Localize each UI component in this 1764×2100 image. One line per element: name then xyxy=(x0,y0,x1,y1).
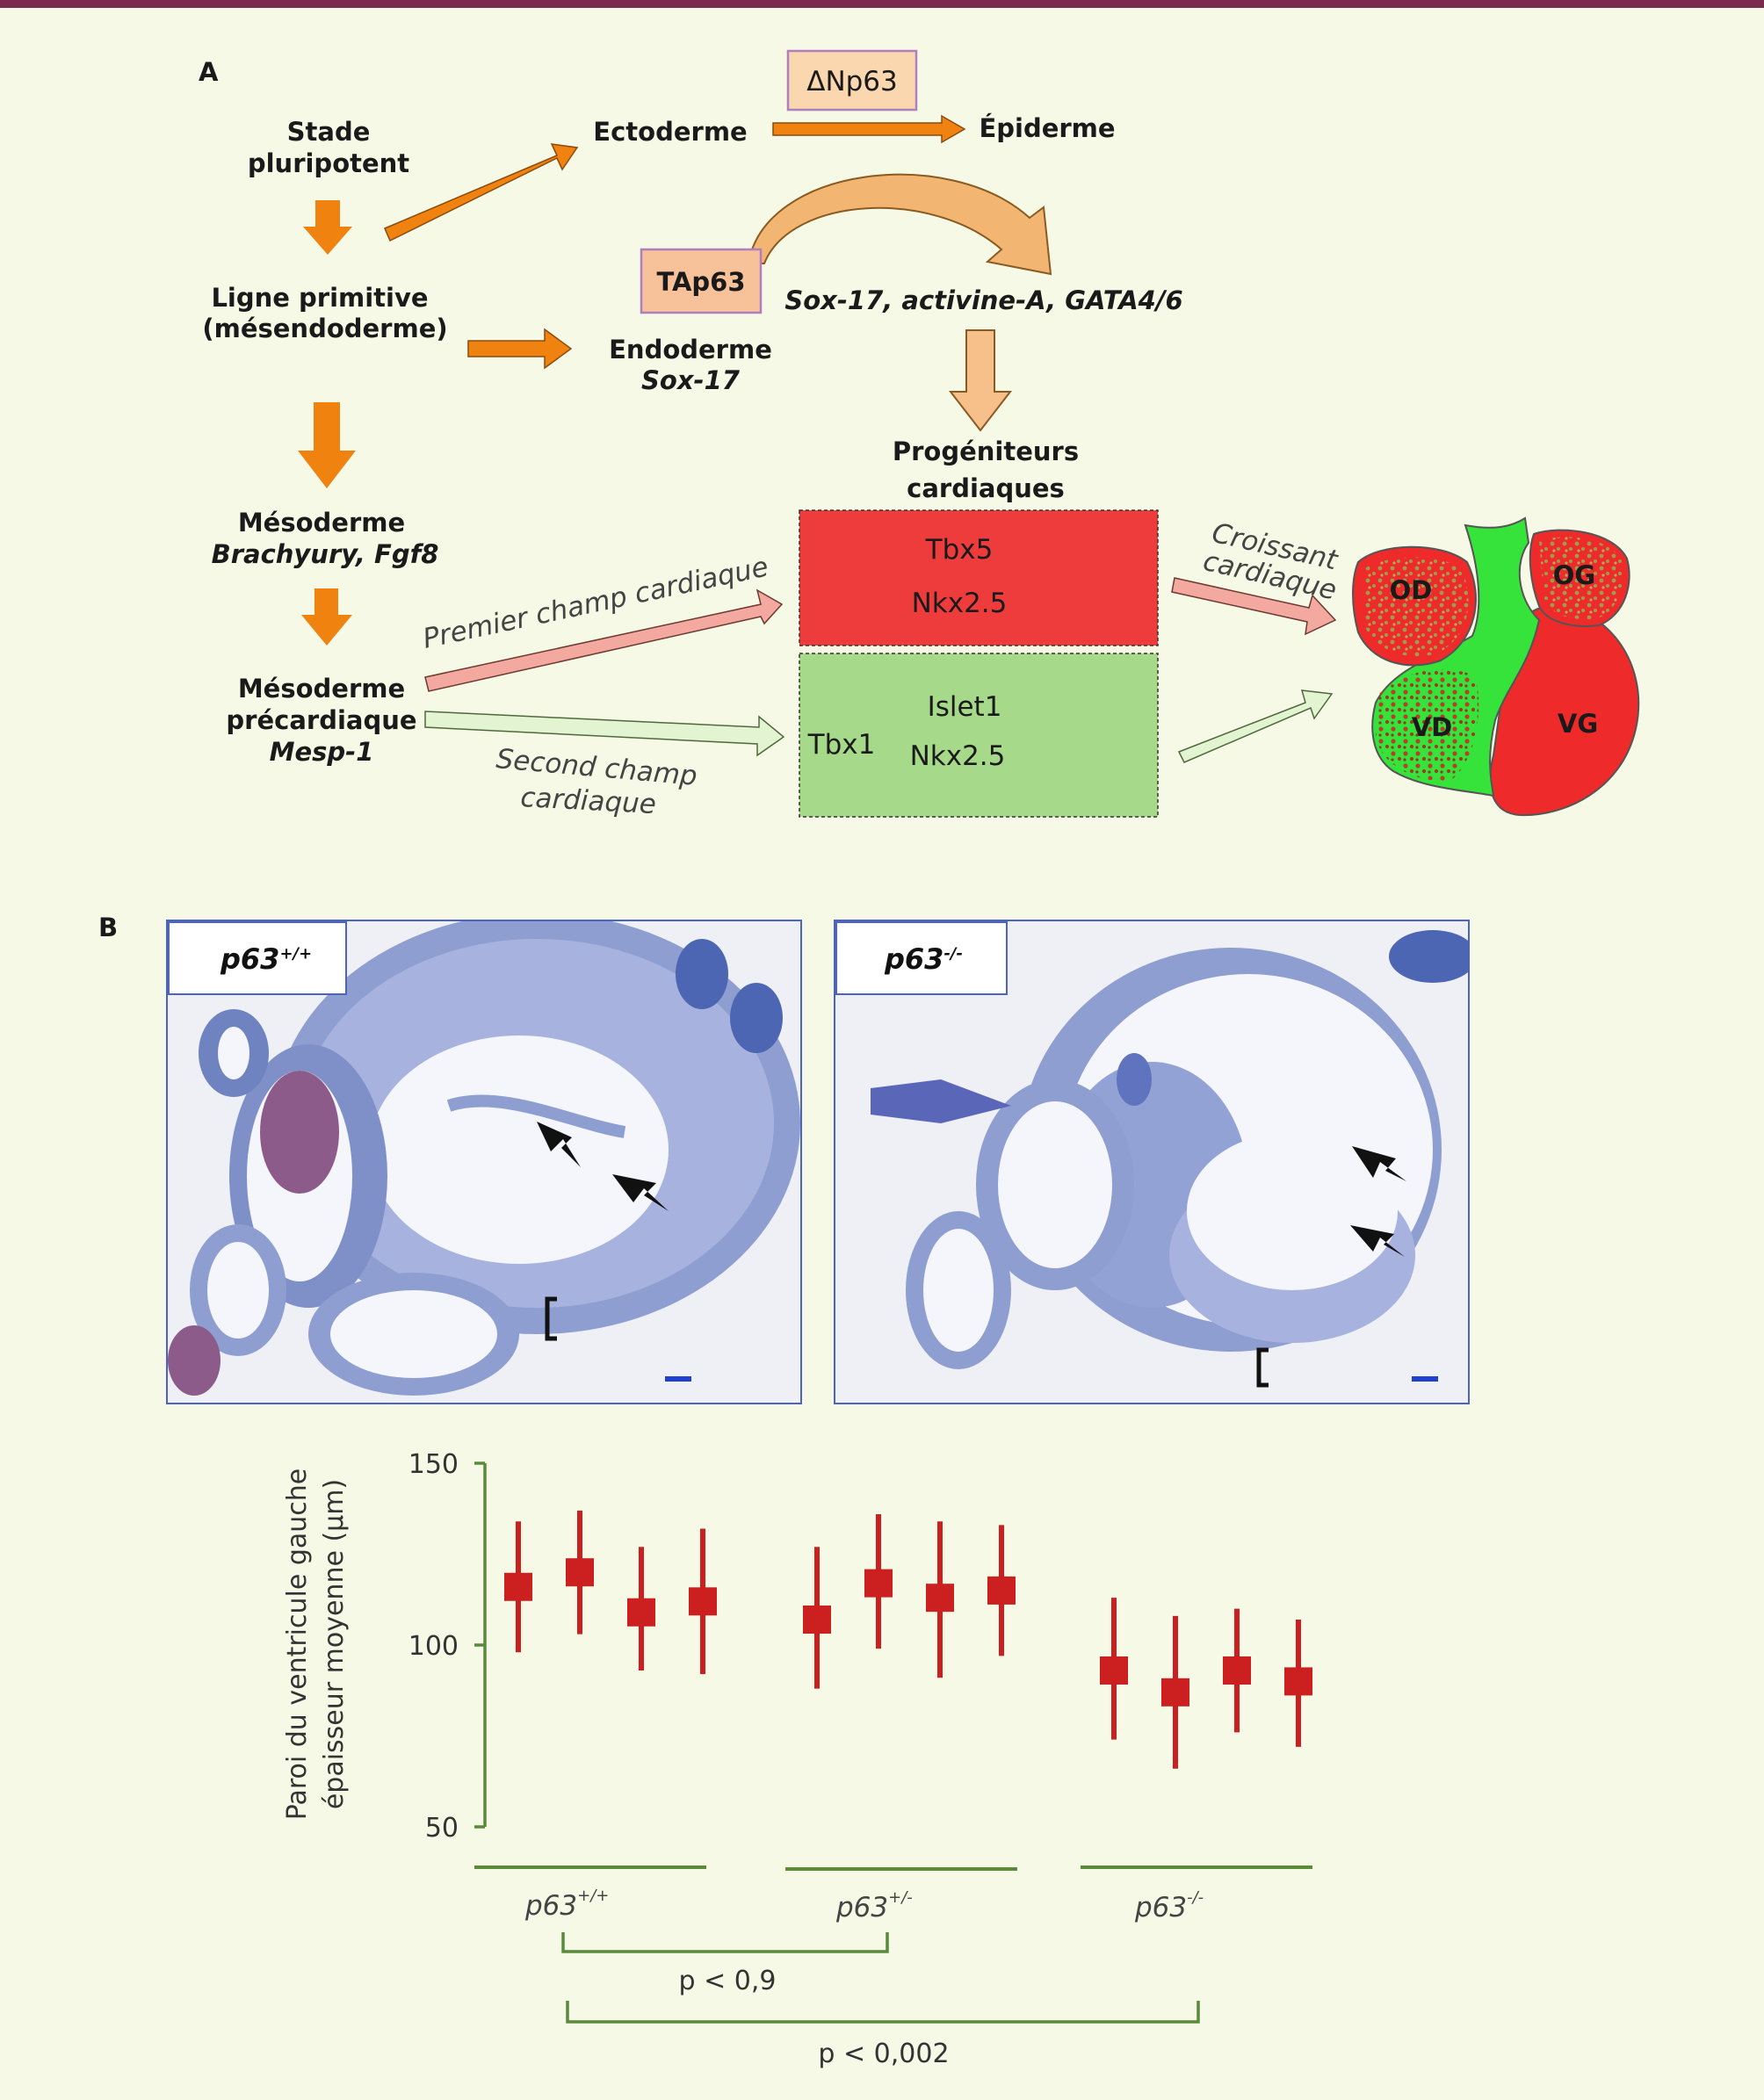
mean-marker-0-0 xyxy=(504,1572,532,1601)
curved-arrow-tap63 xyxy=(747,173,1052,276)
tap63-label: TAp63 xyxy=(656,267,745,297)
genotype-sup-knockout: -/- xyxy=(943,944,963,963)
top-border xyxy=(0,0,1764,8)
mean-marker-0-3 xyxy=(689,1587,717,1616)
progenitors-label-1: Progéniteurs xyxy=(893,437,1079,466)
deltanp63-label: ΔNp63 xyxy=(806,66,898,97)
first-field-arrow xyxy=(424,588,784,692)
precardiaque-label-3: Mesp-1 xyxy=(270,737,374,767)
mean-marker-2-1 xyxy=(1161,1678,1189,1707)
micrograph-knockout-image xyxy=(835,921,1468,1403)
y-axis-label-1: Paroi du ventricule gauche xyxy=(282,1469,313,1821)
mean-marker-1-0 xyxy=(803,1606,831,1635)
arrow-to-epiderme xyxy=(772,114,966,144)
second-field-gene-3: Nkx2.5 xyxy=(910,740,1006,772)
mean-marker-0-2 xyxy=(627,1598,655,1627)
endoderme-label-1: Endoderme xyxy=(609,335,772,364)
y-axis-label-2: épaisseur moyenne (µm) xyxy=(319,1479,350,1809)
croissant-arrow-red xyxy=(1171,577,1337,636)
thickness-chart: 150 100 50 Paroi du ventricule gauche ép… xyxy=(282,1449,1312,2069)
down-arrow-2 xyxy=(298,402,356,488)
first-field-label: Premier champ cardiaque xyxy=(420,551,771,655)
arrow-to-ectoderme xyxy=(384,143,579,242)
mean-marker-2-2 xyxy=(1223,1656,1251,1685)
first-field-gene-2: Nkx2.5 xyxy=(912,588,1008,619)
group-label-ko: p63-/- xyxy=(1134,1888,1204,1923)
second-field-gene-2: Tbx1 xyxy=(807,729,876,761)
panel-b-label: B xyxy=(98,913,118,942)
heart-vd-speckle xyxy=(1376,669,1479,782)
epiderme-label: Épiderme xyxy=(979,113,1115,143)
mean-marker-1-3 xyxy=(987,1576,1016,1605)
mean-marker-2-3 xyxy=(1284,1667,1312,1696)
ligne-label-2: (mésendoderme) xyxy=(202,314,447,343)
first-field-box xyxy=(799,509,1159,646)
heart-label-vg: VG xyxy=(1558,709,1598,739)
mean-marker-0-1 xyxy=(566,1558,594,1587)
first-field-gene-1: Tbx5 xyxy=(925,534,994,566)
genotype-text-knockout: p63 xyxy=(885,942,944,976)
factors-label: Sox-17, activine-A, GATA4/6 xyxy=(784,285,1182,315)
micrograph-wildtype: p63+/+ xyxy=(166,920,802,1404)
down-arrow-3 xyxy=(301,588,352,646)
heart-label-od: OD xyxy=(1390,575,1433,605)
second-field-box xyxy=(799,653,1159,818)
genotype-text-wildtype: p63 xyxy=(220,942,280,976)
down-arrow-1 xyxy=(303,200,352,255)
micrograph-wildtype-image xyxy=(168,921,800,1403)
heart-og-speckle xyxy=(1539,537,1623,620)
genotype-tag-knockout: p63-/- xyxy=(835,921,1008,995)
tap63-box xyxy=(640,248,763,314)
genotype-sup-wildtype: +/+ xyxy=(279,944,313,963)
comparison-label-1: p < 0,9 xyxy=(679,1966,777,1996)
comparison-bracket-1 xyxy=(561,1932,889,1953)
group-label-wt: p63+/+ xyxy=(524,1887,609,1922)
points-layer xyxy=(504,1510,1312,1769)
y-tick-label-100: 100 xyxy=(408,1631,459,1662)
progenitors-label-2: cardiaques xyxy=(907,473,1065,503)
second-field-gene-1: Islet1 xyxy=(928,691,1002,723)
ectoderme-label: Ectoderme xyxy=(593,117,747,147)
heart-diagram xyxy=(1352,516,1640,817)
comparison-label-2: p < 0,002 xyxy=(818,2039,949,2069)
mean-marker-2-0 xyxy=(1100,1656,1128,1685)
heart-od-speckle xyxy=(1363,557,1469,657)
second-field-label-2: cardiaque xyxy=(520,782,657,820)
mean-marker-1-2 xyxy=(926,1584,954,1613)
arrow-to-progenitors xyxy=(948,329,1013,432)
endoderme-label-2: Sox-17 xyxy=(641,365,741,395)
stade-label-1: Stade xyxy=(287,117,371,147)
group-label-het: p63+/- xyxy=(835,1888,913,1923)
mesoderme-label-1: Mésoderme xyxy=(238,508,405,538)
panel-a-label: A xyxy=(199,57,219,87)
genotype-tag-wildtype: p63+/+ xyxy=(168,921,347,995)
y-tick-label-150: 150 xyxy=(408,1449,459,1480)
precardiaque-label-1: Mésoderme xyxy=(238,674,405,704)
second-field-arrow xyxy=(424,711,785,757)
heart-label-vd: VD xyxy=(1412,712,1453,742)
precardiaque-label-2: précardiaque xyxy=(226,705,416,735)
croissant-arrow-green xyxy=(1177,689,1334,763)
mean-marker-1-1 xyxy=(864,1569,893,1598)
arrow-to-endoderme xyxy=(467,328,573,370)
stade-label-2: pluripotent xyxy=(248,148,409,178)
micrograph-knockout: p63-/- xyxy=(834,920,1470,1404)
mesoderme-label-2: Brachyury, Fgf8 xyxy=(212,539,439,569)
heart-label-og: OG xyxy=(1553,560,1595,590)
ligne-label-1: Ligne primitive xyxy=(211,283,428,313)
deltanp63-box xyxy=(786,49,918,112)
comparison-bracket-2 xyxy=(566,2001,1200,2024)
y-tick-label-50: 50 xyxy=(425,1813,459,1844)
